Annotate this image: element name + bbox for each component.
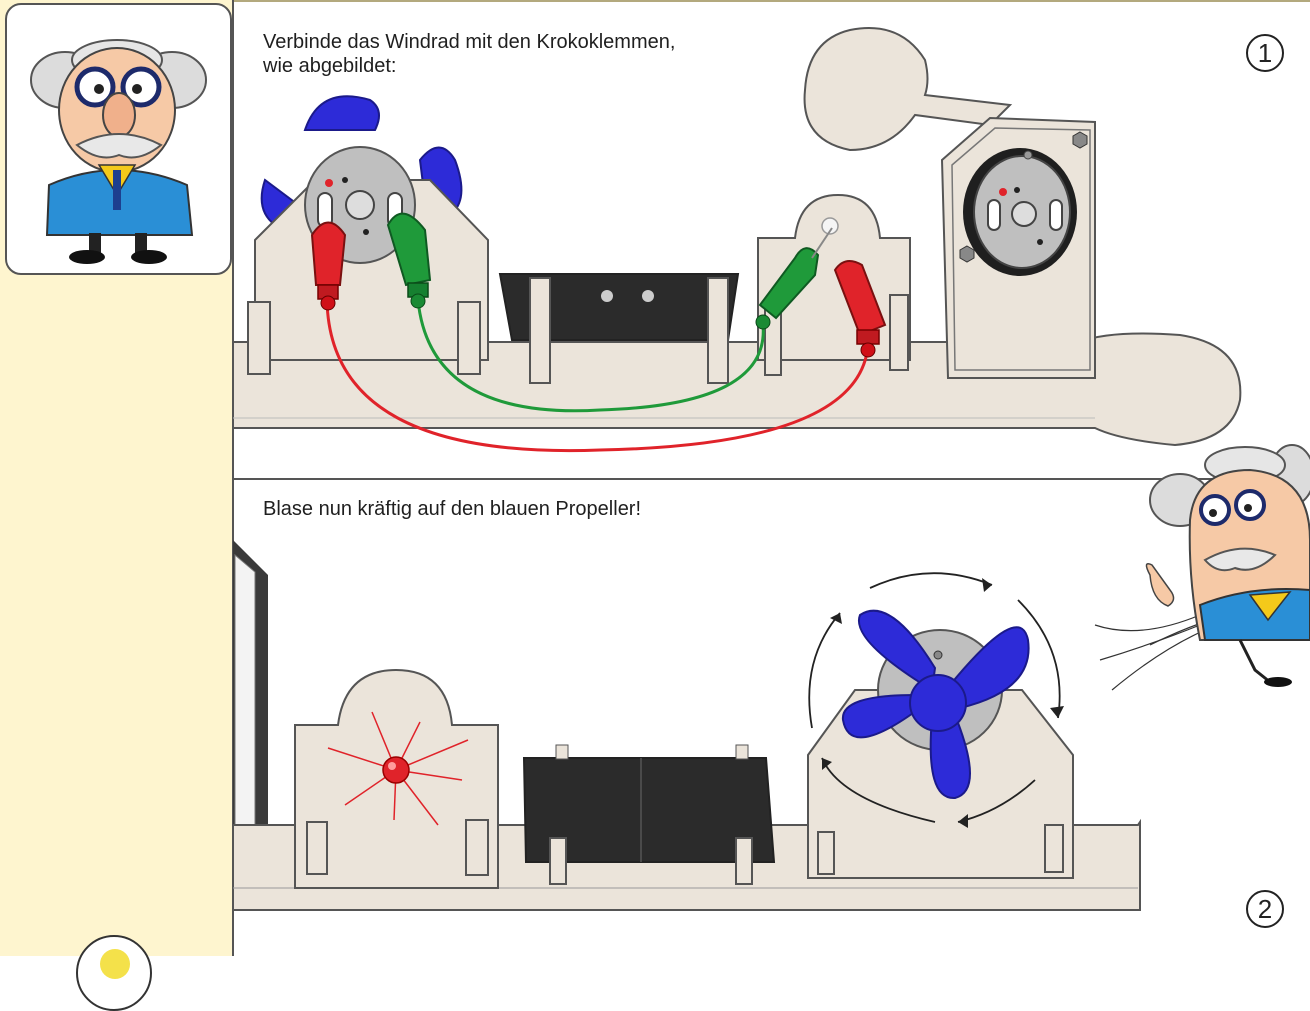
green-clip-right — [756, 228, 832, 329]
windmill-motor-stand — [248, 96, 488, 374]
solar-panel — [500, 274, 738, 383]
step-number-1: 1 — [1246, 34, 1284, 72]
led-stand — [758, 195, 910, 375]
led-stand-glowing — [295, 670, 498, 888]
solar-panel-front — [524, 745, 774, 884]
green-clip-left — [388, 214, 430, 308]
horizontal-divider — [233, 478, 1310, 480]
step2-instruction: Blase nun kräftig auf den blauen Propell… — [263, 497, 641, 521]
led-glow-icon — [328, 712, 468, 825]
bottom-mascot-badge — [76, 935, 152, 1011]
motor-box — [942, 118, 1095, 378]
top-border — [233, 0, 1310, 2]
professor-blowing-icon — [1095, 445, 1310, 690]
professor-mascot-icon — [7, 5, 234, 277]
step-number-2: 2 — [1246, 890, 1284, 928]
step1-instruction: Verbinde das Windrad mit den Krokoklemme… — [263, 30, 675, 78]
red-clip-left — [312, 223, 345, 311]
propeller-stand — [808, 573, 1073, 878]
rotation-arrows-icon — [809, 573, 1059, 822]
red-clip-right — [835, 261, 885, 357]
mascot-panel — [5, 3, 232, 275]
badge-bulb-icon — [100, 949, 130, 979]
